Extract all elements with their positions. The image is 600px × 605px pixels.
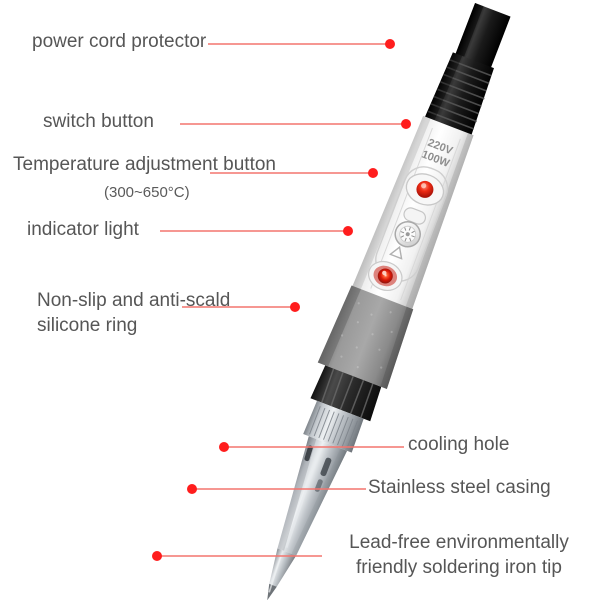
black-collar <box>310 365 382 422</box>
knurled-nut <box>303 400 364 453</box>
label-text: Non-slip and anti-scald silicone ring <box>37 290 231 336</box>
switch-button-part[interactable] <box>402 169 448 211</box>
power-cord-protector-part <box>424 52 494 137</box>
label-text: Lead-free environmentally friendly solde… <box>349 532 569 578</box>
indicator-light-part <box>368 260 403 291</box>
temperature-dial[interactable] <box>392 218 424 250</box>
label-text: cooling hole <box>408 434 510 455</box>
increase-triangle-icon <box>388 245 403 260</box>
silicone-ring-part <box>317 285 414 390</box>
label-text: Stainless steel casing <box>368 477 551 498</box>
stainless-steel-casing-part <box>277 436 348 556</box>
label-subtext: (300~650°C) <box>104 184 190 201</box>
label-text: switch button <box>43 111 154 132</box>
soldering-iron-tip-part <box>267 548 297 601</box>
label-text: Temperature adjustment button <box>13 154 276 175</box>
label-text: indicator light <box>27 219 139 240</box>
power-cord <box>452 3 511 75</box>
label-text: power cord protector <box>32 31 207 52</box>
